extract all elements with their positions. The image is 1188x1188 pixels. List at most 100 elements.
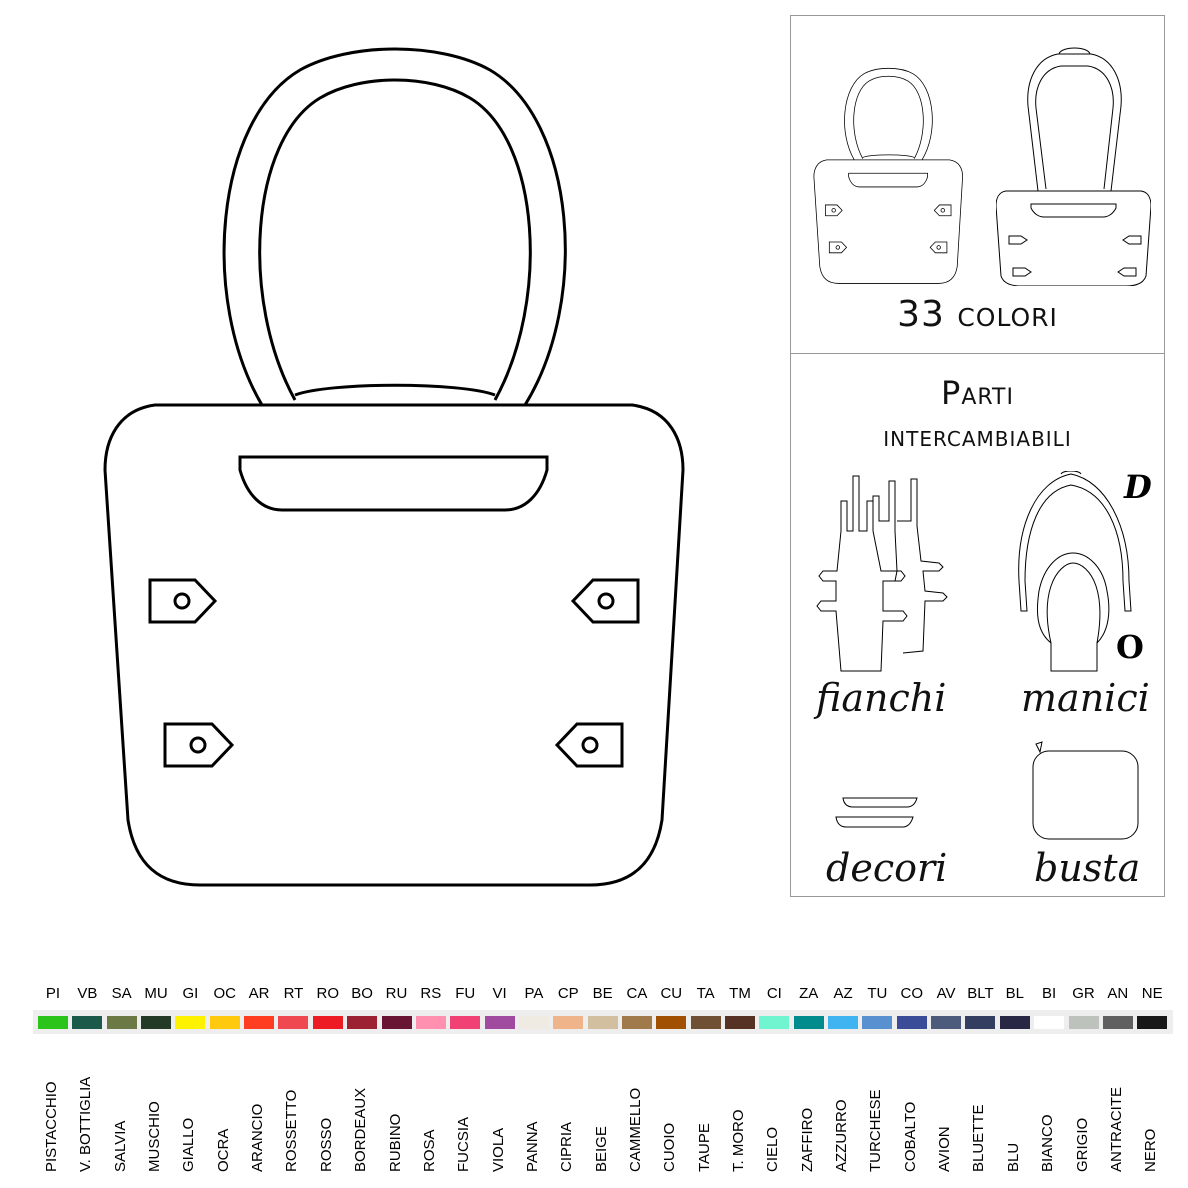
- bag-variant-short-handle: [813, 67, 963, 284]
- color-code-ci: CI: [766, 985, 782, 1002]
- color-name-gi: GIALLO: [180, 1117, 198, 1172]
- color-swatch-ta[interactable]: [690, 1016, 721, 1029]
- color-name-av: AVION: [936, 1126, 954, 1172]
- handle-letter-o: O: [1116, 628, 1144, 666]
- color-name-tm: T. MORO: [730, 1109, 747, 1173]
- color-swatch-gr[interactable]: [1068, 1016, 1099, 1029]
- color-name-tu: TURCHESE: [867, 1089, 885, 1172]
- color-swatch-bl[interactable]: [999, 1016, 1030, 1029]
- color-swatch-bo[interactable]: [347, 1016, 378, 1029]
- color-code-gi: GI: [182, 985, 199, 1002]
- color-swatch-gi[interactable]: [175, 1016, 206, 1029]
- color-name-fu: FUCSIA: [455, 1116, 473, 1172]
- color-swatch-tu[interactable]: [862, 1016, 893, 1029]
- parts-title-line2: intercambiabili: [883, 420, 1072, 453]
- color-swatch-rs[interactable]: [415, 1016, 446, 1029]
- color-code-ca: CA: [626, 985, 648, 1002]
- color-swatch-cu[interactable]: [656, 1016, 687, 1029]
- color-code-vi: VI: [492, 985, 507, 1002]
- color-swatch-pi[interactable]: [38, 1016, 68, 1029]
- color-name-za: ZAFFIRO: [798, 1107, 816, 1172]
- color-swatch-ca[interactable]: [621, 1016, 652, 1029]
- color-name-ci: CIELO: [764, 1126, 782, 1172]
- color-name-rt: ROSSETTO: [283, 1089, 301, 1172]
- color-swatch-ro[interactable]: [312, 1016, 343, 1029]
- color-name-ta: TAUPE: [695, 1123, 713, 1172]
- color-name-co: COBALTO: [901, 1101, 919, 1172]
- color-swatch-za[interactable]: [793, 1016, 824, 1029]
- color-swatch-oc[interactable]: [209, 1016, 240, 1029]
- part-label-manici: manici: [1021, 676, 1150, 720]
- handles-illustration: [1018, 471, 1132, 672]
- color-code-tm: TM: [729, 985, 751, 1002]
- color-name-ar: ARANCIO: [249, 1103, 267, 1172]
- color-code-cu: CU: [660, 985, 683, 1002]
- info-panel: 33 colori Parti intercambiabili fianchi …: [790, 15, 1165, 897]
- color-code-be: BE: [592, 985, 613, 1002]
- color-name-ru: RUBINO: [386, 1113, 404, 1172]
- color-code-ro: RO: [316, 985, 340, 1002]
- color-code-tu: TU: [867, 985, 888, 1002]
- color-name-sa: SALVIA: [111, 1120, 129, 1172]
- color-swatch-ne[interactable]: [1137, 1016, 1168, 1029]
- panel-divider: [791, 353, 1164, 354]
- color-code-oc: OC: [213, 985, 237, 1002]
- color-name-cp: CIPRIA: [558, 1121, 576, 1172]
- color-name-ro: ROSSO: [317, 1117, 335, 1172]
- color-code-ru: RU: [385, 985, 408, 1002]
- part-label-decori: decori: [826, 846, 948, 890]
- decorations-illustration: [835, 797, 918, 828]
- color-name-be: BEIGE: [592, 1126, 610, 1172]
- color-swatch-av[interactable]: [931, 1016, 962, 1029]
- color-name-ne: NERO: [1142, 1128, 1160, 1172]
- color-swatch-tm[interactable]: [725, 1016, 755, 1029]
- color-swatch-az[interactable]: [828, 1016, 859, 1029]
- color-name-pa: PANNA: [523, 1121, 541, 1172]
- color-code-rs: RS: [420, 985, 442, 1002]
- color-name-rs: ROSA: [420, 1129, 438, 1172]
- color-name-mu: MUSCHIO: [146, 1101, 164, 1172]
- color-swatch-rt[interactable]: [278, 1016, 309, 1029]
- color-swatch-vb[interactable]: [72, 1016, 103, 1029]
- color-swatch-fu[interactable]: [450, 1016, 481, 1029]
- color-name-vb: V. BOTTIGLIA: [77, 1076, 95, 1172]
- color-name-pi: PISTACCHIO: [43, 1081, 60, 1172]
- color-code-bi: BI: [1042, 985, 1057, 1002]
- color-name-cu: CUOIO: [661, 1122, 679, 1172]
- color-swatch-mu[interactable]: [141, 1016, 172, 1029]
- color-code-za: ZA: [799, 985, 819, 1002]
- color-code-blt: BLT: [967, 985, 994, 1002]
- color-swatch-bi[interactable]: [1034, 1016, 1065, 1029]
- color-code-vb: VB: [77, 985, 98, 1002]
- pouch-illustration: [1032, 741, 1139, 840]
- color-swatch-blt[interactable]: [965, 1016, 996, 1029]
- color-code-bl: BL: [1005, 985, 1024, 1002]
- bag-variant-long-handle: [996, 47, 1151, 286]
- colors-title: 33 colori: [897, 294, 1058, 335]
- part-label-busta: busta: [1034, 846, 1141, 890]
- color-swatch-vi[interactable]: [484, 1016, 515, 1029]
- color-code-co: CO: [900, 985, 924, 1002]
- color-swatch-be[interactable]: [587, 1016, 618, 1029]
- part-label-fianchi: fianchi: [816, 676, 947, 720]
- color-swatch-pa[interactable]: [518, 1016, 549, 1029]
- color-code-sa: SA: [111, 985, 132, 1002]
- color-code-gr: GR: [1072, 985, 1095, 1002]
- color-code-pi: PI: [45, 985, 61, 1002]
- color-code-az: AZ: [833, 985, 853, 1002]
- color-swatch-co[interactable]: [896, 1016, 927, 1029]
- color-swatch-ci[interactable]: [759, 1016, 790, 1029]
- color-code-fu: FU: [455, 985, 476, 1002]
- color-name-an: ANTRACITE: [1107, 1086, 1125, 1172]
- color-name-bi: BIANCO: [1039, 1114, 1057, 1172]
- color-swatch-cp[interactable]: [553, 1016, 584, 1029]
- color-swatch-an[interactable]: [1102, 1016, 1133, 1029]
- color-swatch-ar[interactable]: [244, 1016, 275, 1029]
- color-swatch-ru[interactable]: [381, 1016, 412, 1029]
- color-code-ne: NE: [1141, 985, 1163, 1002]
- color-code-pa: PA: [524, 985, 544, 1002]
- color-code-ar: AR: [248, 985, 270, 1002]
- color-swatch-sa[interactable]: [106, 1016, 137, 1029]
- handle-letter-d: D: [1124, 468, 1152, 506]
- color-name-blt: BLUETTE: [970, 1104, 988, 1172]
